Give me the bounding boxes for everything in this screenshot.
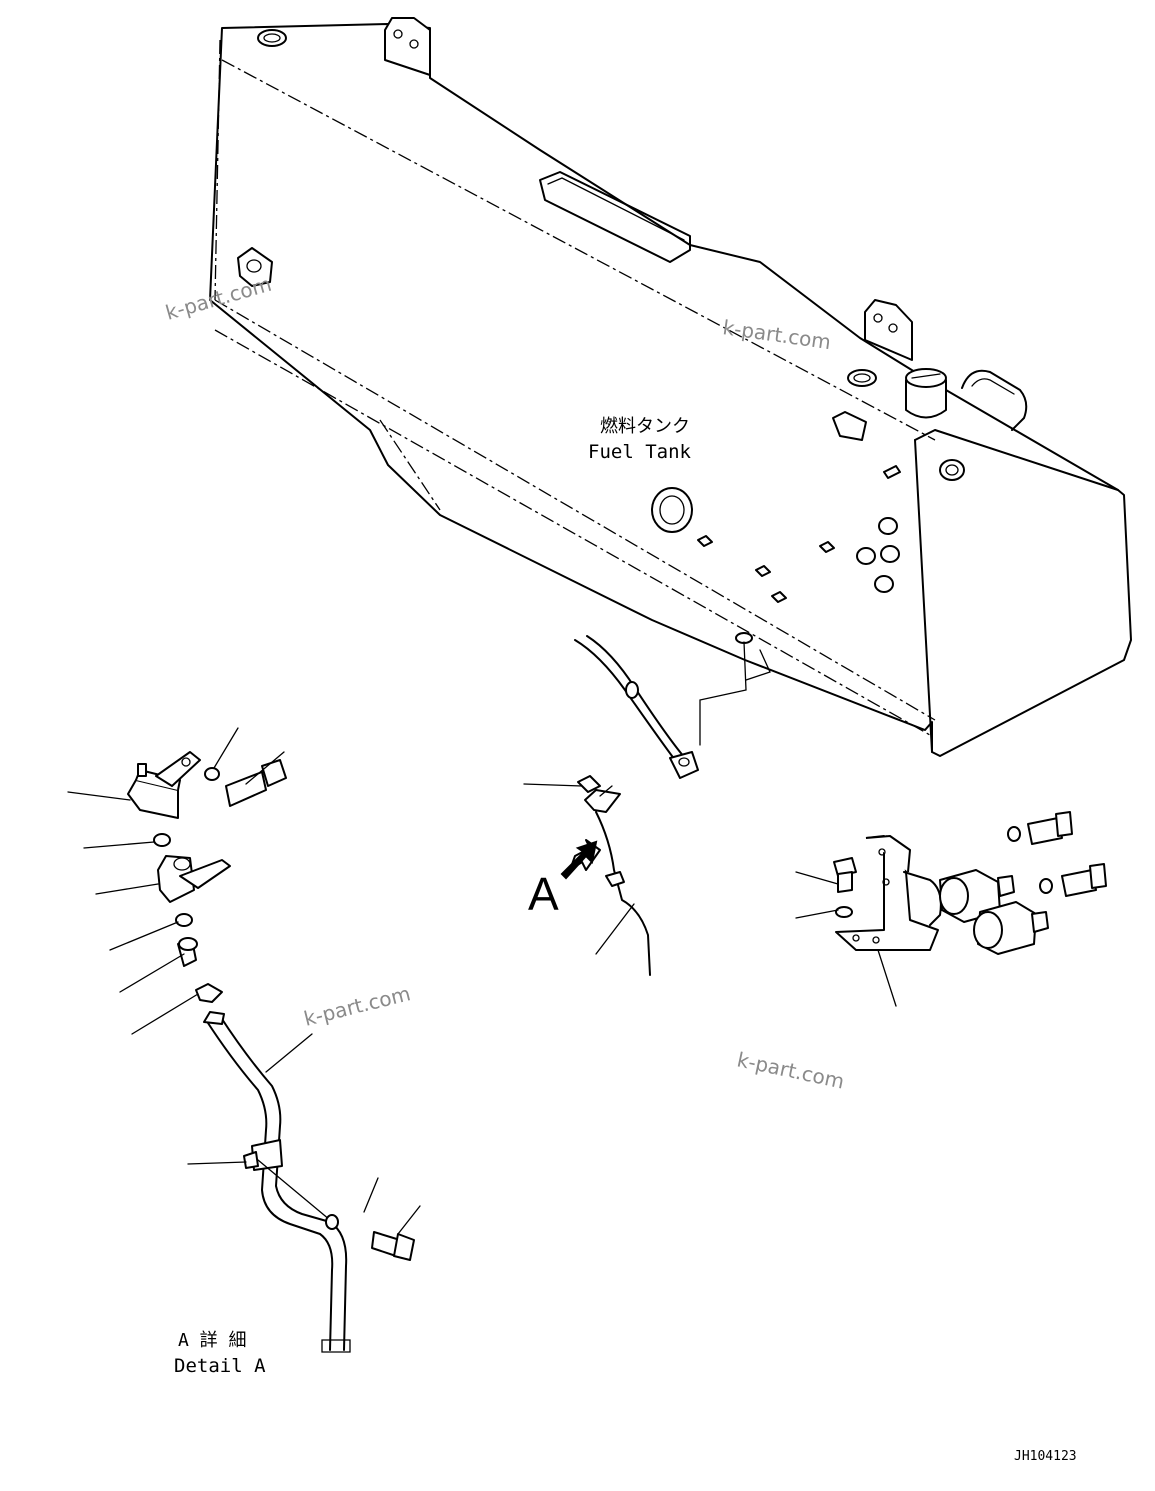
watermark: k-part.com xyxy=(301,981,412,1031)
tank-label-jp: 燃料タンク xyxy=(600,416,690,437)
view-letter: A xyxy=(528,868,559,920)
bracket-filter-assembly xyxy=(833,811,1107,955)
view-arrow-a xyxy=(560,840,598,880)
watermark: k-part.com xyxy=(721,315,832,354)
fuel-tank xyxy=(209,17,1132,757)
tank-label-en: Fuel Tank xyxy=(588,441,692,463)
detail-label-en: Detail A xyxy=(174,1355,266,1377)
leader-lines xyxy=(67,727,897,1235)
watermark: k-part.com xyxy=(163,272,274,325)
drain-hose-assembly xyxy=(569,635,699,976)
watermark: k-part.com xyxy=(735,1047,847,1093)
detail-label-jp: A 詳 細 xyxy=(178,1330,247,1351)
detail-a-valve xyxy=(127,751,415,1353)
drawing-number: JH104123 xyxy=(1014,1449,1077,1464)
